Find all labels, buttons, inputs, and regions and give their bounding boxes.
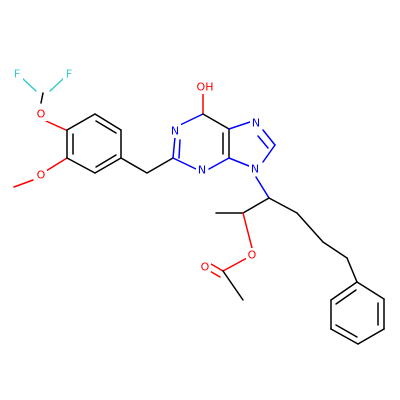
atom-n3: N xyxy=(196,163,208,177)
atom-n9-bg xyxy=(249,162,261,176)
bond-n7-c8 xyxy=(262,129,276,146)
atom-o-difluoromethoxy-bg xyxy=(35,107,47,121)
bond-benzene-2-inner xyxy=(95,120,117,134)
bond-ch3-o xyxy=(13,179,34,188)
atom-o-hydroxy-bg xyxy=(195,80,215,94)
bond-n9-c4 xyxy=(228,157,250,167)
bond-n3-c2 xyxy=(172,157,197,170)
atom-n1: N xyxy=(169,124,181,138)
bond-chain-1 xyxy=(296,212,324,243)
atom-n1-bg xyxy=(169,124,181,138)
bond-co-double-a xyxy=(210,263,224,272)
atom-f2-label: F xyxy=(66,68,72,81)
atom-n9-label: N xyxy=(251,163,259,176)
bond-c8-n9 xyxy=(262,144,276,163)
bond-ch2-purine xyxy=(146,157,174,174)
atom-labels: F F O O OH N N N xyxy=(11,67,262,274)
atom-o-methoxy: O xyxy=(35,168,47,182)
bond-benzene-5 xyxy=(66,157,96,174)
bond-benzene-1 xyxy=(66,113,96,131)
bond-chain-2 xyxy=(322,241,348,259)
atom-f2-bg xyxy=(63,67,75,81)
bond-benzene-2 xyxy=(94,113,122,131)
bond-benzene-4-inner xyxy=(95,154,117,168)
atom-o-hydroxy-label: OH xyxy=(197,81,214,94)
bond-n9-ch xyxy=(255,176,270,199)
atom-n7-bg xyxy=(250,116,262,130)
atom-n1-label: N xyxy=(171,125,179,138)
bond-f1-c xyxy=(21,77,37,92)
bond-c2-n1 xyxy=(172,136,176,159)
atom-o-carbonyl: O xyxy=(199,260,211,274)
bond-ring-ch2 xyxy=(120,157,148,174)
atom-o-carbonyl-label: O xyxy=(201,261,210,274)
atom-o-carbonyl-bg xyxy=(199,260,211,274)
bond-phenyl-1 xyxy=(356,281,385,300)
atom-f1-bg xyxy=(11,67,23,81)
bond-ch-choac xyxy=(242,197,270,214)
atom-o-ester-bg xyxy=(246,248,258,262)
atom-n7-label: N xyxy=(252,117,260,130)
atom-o-hydroxy: OH xyxy=(195,80,215,94)
atom-o-methoxy-label: O xyxy=(37,169,46,182)
bonds xyxy=(13,77,385,345)
atom-f1-label: F xyxy=(14,68,20,81)
atom-o-difluoromethoxy: O xyxy=(35,107,47,121)
bond-phenyl-6-inner xyxy=(335,289,357,305)
atom-o-ester: O xyxy=(246,248,258,262)
bond-c4-n3 xyxy=(208,157,230,170)
bond-o-acyl xyxy=(222,257,248,272)
bond-chain-3 xyxy=(346,257,358,283)
atom-n7: N xyxy=(250,116,262,130)
bond-c2-n1-inner xyxy=(178,139,181,159)
atom-o-methoxy-bg xyxy=(35,168,47,182)
bond-phenyl-4-inner xyxy=(335,324,358,338)
bond-o-ring-methoxy xyxy=(45,157,68,172)
atom-o-ester-label: O xyxy=(248,249,257,262)
bond-c6-c5 xyxy=(202,113,230,130)
bond-choac-o xyxy=(242,212,253,249)
bond-n1-c6 xyxy=(179,113,204,126)
bond-ch-ch2-chain xyxy=(268,197,298,214)
bond-chf2-o xyxy=(40,92,44,104)
bond-c5-n7 xyxy=(228,121,251,130)
atom-n3-bg xyxy=(196,163,208,177)
bond-acyl-ch3 xyxy=(222,270,244,301)
bond-benzene-4 xyxy=(94,157,122,174)
atom-n3-label: N xyxy=(198,164,206,177)
atom-f2: F xyxy=(63,67,75,81)
bond-f2-c xyxy=(49,77,65,92)
bond-phenyl-6 xyxy=(330,281,358,301)
atom-f1: F xyxy=(11,67,23,81)
atom-o-difluoromethoxy-label: O xyxy=(37,108,46,121)
bond-o-ring xyxy=(45,120,67,131)
bond-phenyl-4 xyxy=(330,328,359,345)
bond-phenyl-3 xyxy=(357,328,385,345)
bond-n7-c8-inner xyxy=(257,135,269,149)
atom-n9: N xyxy=(249,162,261,176)
